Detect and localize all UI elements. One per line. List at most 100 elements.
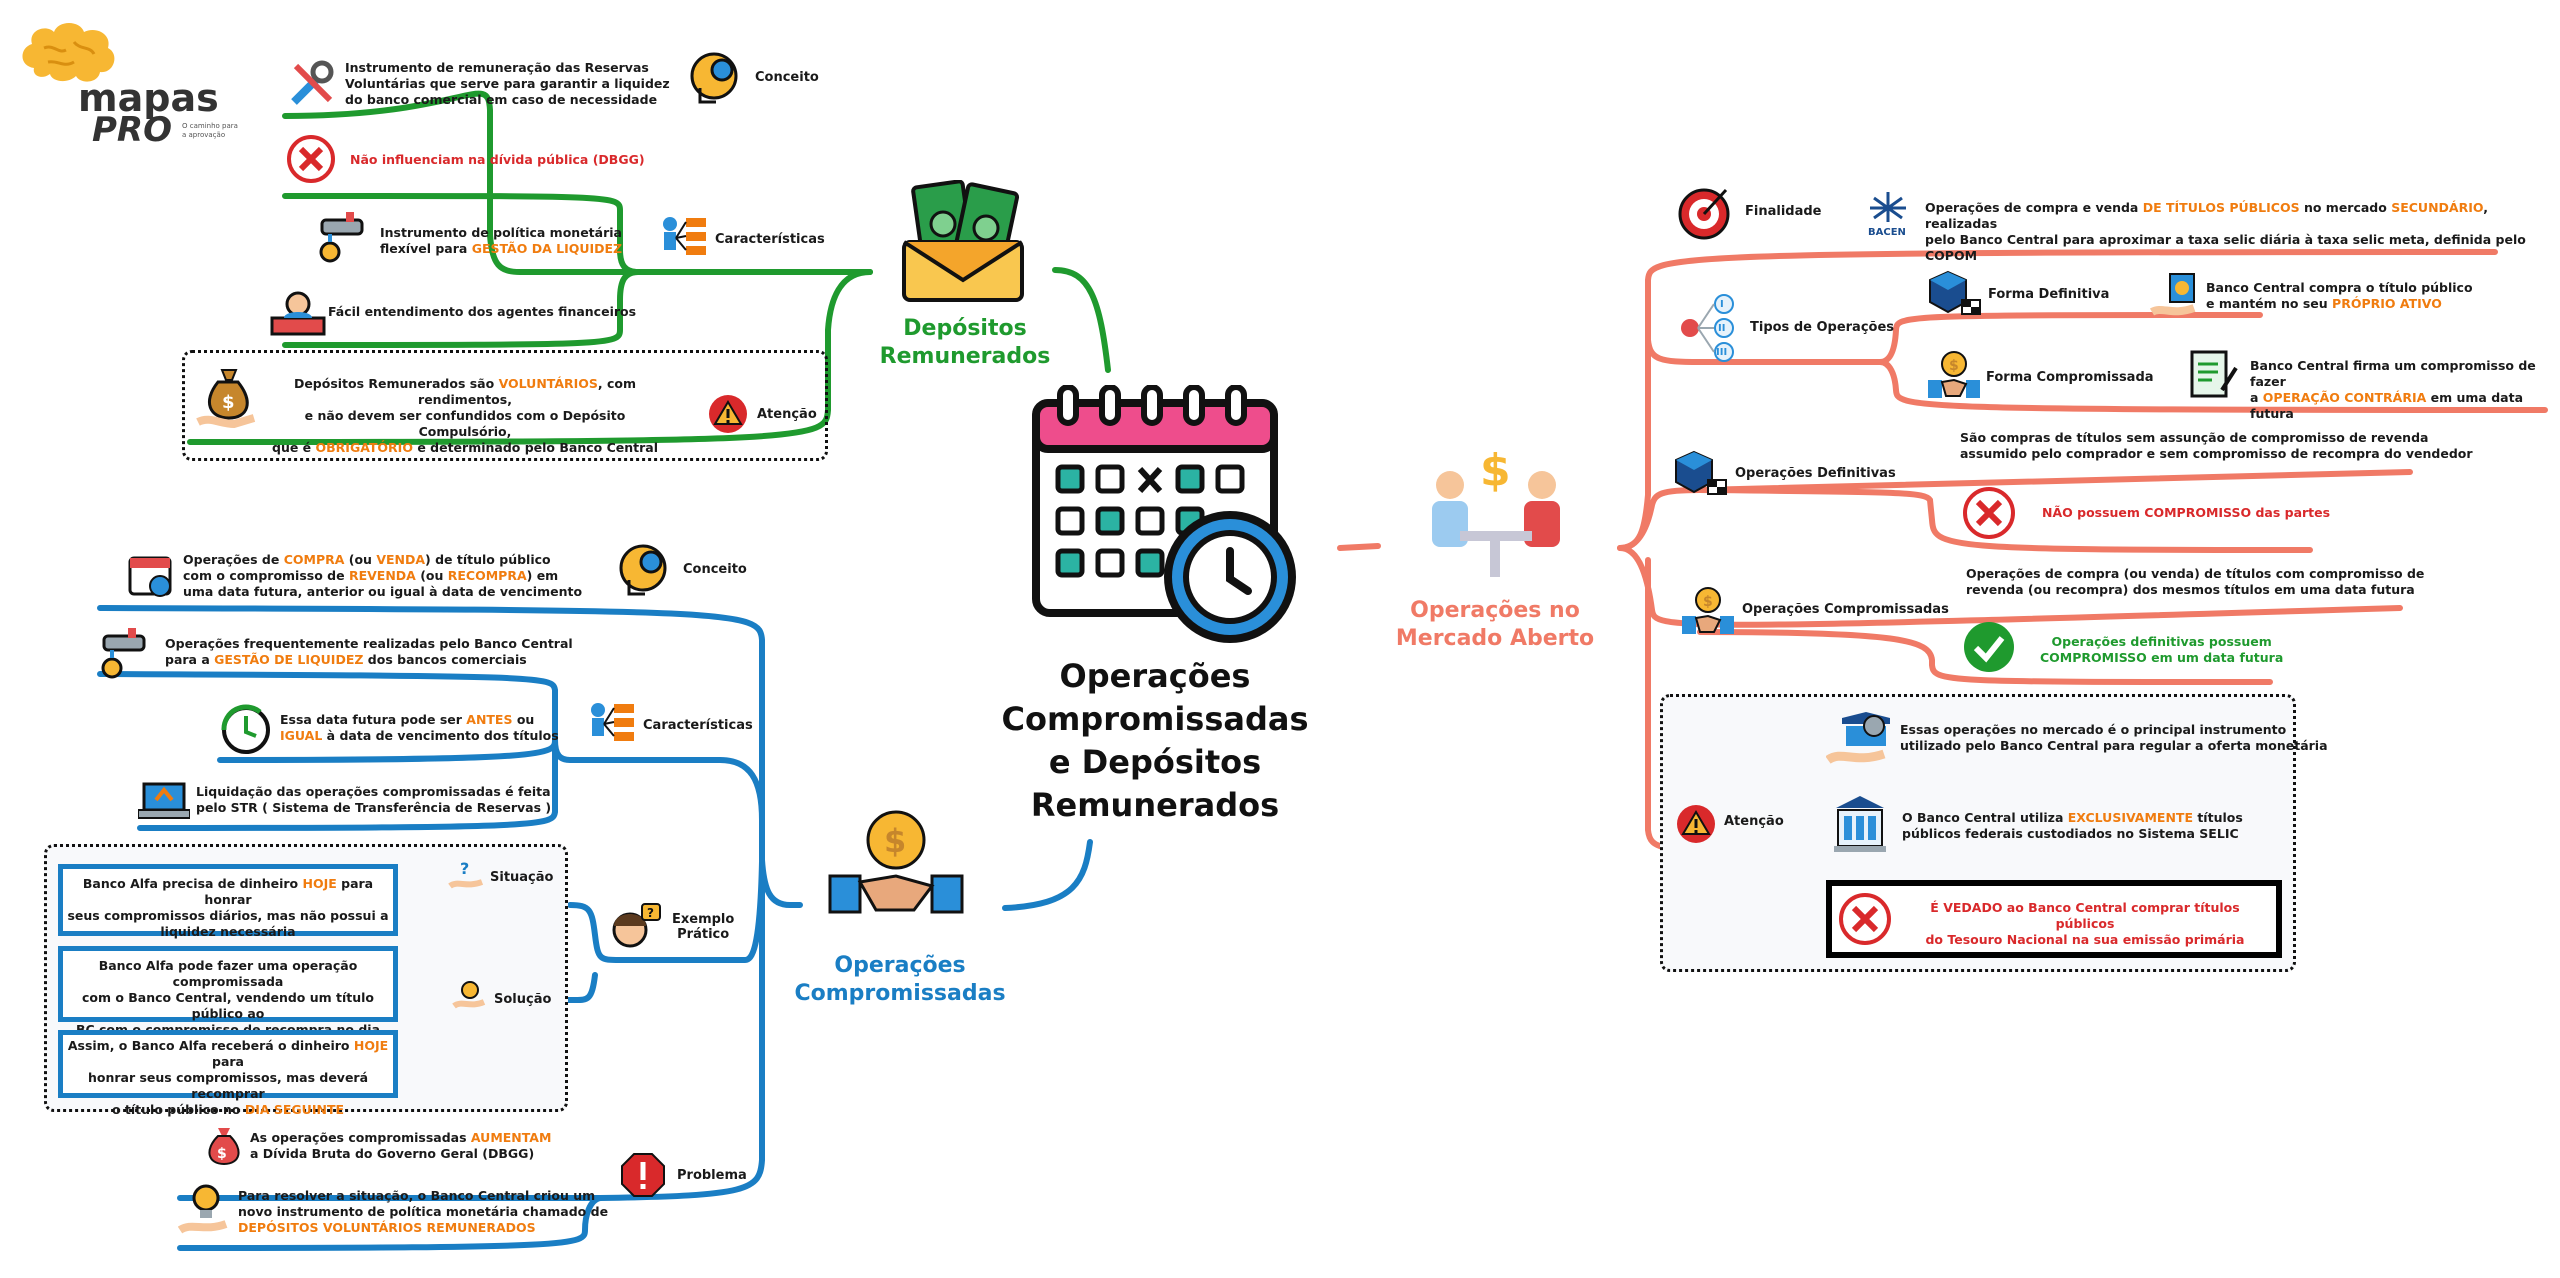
op-p1-a: As operações compromissadas: [250, 1130, 471, 1145]
mer-vedado-text: É VEDADO ao Banco Central comprar título…: [1900, 900, 2270, 948]
mer-exclusivamente-text: O Banco Central utiliza EXCLUSIVAMENTE t…: [1902, 810, 2243, 842]
mer-finalidade-line1: Operações de compra e venda DE TÍTULOS P…: [1925, 200, 2560, 232]
mer-nao-highlight: NÃO: [2042, 505, 2073, 520]
mer-com2-a: a: [2250, 390, 2263, 405]
op-hoje2-highlight: HOJE: [353, 1038, 389, 1053]
op-solucao-line1: Banco Alfa pode fazer uma operação compr…: [98, 958, 358, 989]
mer-opdef-label: Operações Definitivas: [1735, 466, 1896, 481]
svg-text:?: ?: [460, 859, 469, 878]
mer-vedado-line1: É VEDADO ao Banco Central comprar título…: [1900, 900, 2270, 932]
dep-instrumento-text: Instrumento de política monetária flexív…: [380, 225, 622, 257]
mer-compromissada-text: Banco Central firma um compromisso de fa…: [2250, 358, 2560, 422]
branch-title-operacoes-line1: Operações: [834, 953, 966, 978]
mer-roman-2: II: [1718, 323, 1726, 334]
bank-hand-icon: [1825, 712, 1892, 776]
mer-opcom-label: Operações Compromissadas: [1742, 602, 1949, 617]
warning-icon: [708, 394, 748, 438]
mer-roman-3: III: [1716, 347, 1728, 358]
mer-fi1-c: no mercado: [2299, 200, 2392, 215]
op-situacao-line2: seus compromissos diários, mas não possu…: [67, 908, 389, 923]
mer-finalidade-label: Finalidade: [1745, 204, 1822, 219]
money-bag-hand-icon: $: [196, 362, 258, 438]
op-assim-text: Assim, o Banco Alfa receberá o dinheiro …: [62, 1038, 394, 1118]
mer-opdef-line1: São compras de títulos sem assunção de c…: [1960, 430, 2429, 445]
dep-caracteristicas-label: Características: [715, 232, 825, 247]
mer-proprio-ativo-highlight: PRÓPRIO ATIVO: [2332, 296, 2442, 311]
mer-tipos-label: Tipos de Operações: [1750, 320, 1895, 335]
op-s1-a: Banco Alfa precisa de dinheiro: [82, 876, 303, 891]
mer-compromisso-red-highlight: COMPROMISSO: [2144, 505, 2252, 520]
logo-word-pro: PRO: [92, 110, 173, 150]
op-aumentam-line2: a Dívida Bruta do Governo Geral (DBGG): [250, 1146, 535, 1161]
dep-instrumento-line1: Instrumento de política monetária: [380, 225, 622, 240]
op-aumentam-highlight: AUMENTAM: [470, 1130, 552, 1145]
question-hand-icon: ?: [448, 858, 484, 898]
op-assim-box: [58, 1030, 398, 1098]
op-d2-b: à data de vencimento dos títulos: [322, 728, 559, 743]
central-topic-line3: e Depósitos: [1048, 743, 1262, 781]
op-frequente-line2: para a GESTÃO DE LIQUIDEZ dos bancos com…: [165, 652, 573, 668]
op-hoje-highlight: HOJE: [302, 876, 337, 891]
op-c2-a: com o compromisso de: [183, 568, 349, 583]
mer-compromissada-line2: a OPERAÇÃO CONTRÁRIA em uma data futura: [2250, 390, 2560, 422]
mer-a3-a: O Banco Central utiliza: [1902, 810, 2068, 825]
idea-hand-icon: [177, 1182, 228, 1242]
op-conceito-line1: Operações de COMPRA (ou VENDA) de título…: [183, 552, 582, 568]
op-resolver-line2: novo instrumento de política monetária c…: [238, 1204, 609, 1219]
mer-vedado-highlight: É VEDADO: [1930, 900, 2003, 915]
calendar-small-icon: [128, 552, 174, 602]
tools-icon: [288, 58, 338, 112]
op-situacao-label: Situação: [490, 870, 554, 885]
dep-facil-text: Fácil entendimento dos agentes financeir…: [328, 304, 637, 319]
faucet-coin-icon: [98, 626, 154, 690]
op-conceito-line2: com o compromisso de REVENDA (ou RECOMPR…: [183, 568, 582, 584]
mer-atencao-line2: utilizado pelo Banco Central para regula…: [1900, 738, 2328, 753]
mer-oc4-b: em um data futura: [2146, 650, 2284, 665]
op-resolver-text: Para resolver a situação, o Banco Centra…: [238, 1188, 608, 1236]
mer-a3-c: títulos: [2192, 810, 2243, 825]
thinking-person-icon: ?: [608, 902, 664, 962]
branch-title-mercado: Operações no Mercado Aberto: [1395, 597, 1595, 653]
op-liquidacao-text: Liquidação das operações compromissadas …: [196, 784, 551, 816]
op-liquidacao-line2: pelo STR ( Sistema de Transferência de R…: [196, 800, 552, 815]
op-depositos-voluntarios-highlight: DEPÓSITOS VOLUNTÁRIOS REMUNERADOS: [238, 1220, 536, 1235]
handshake-coin-icon: $: [826, 810, 966, 934]
dep-atencao-line1-a: Depósitos Remunerados são: [293, 376, 499, 391]
op-igual-highlight: IGUAL: [280, 728, 323, 743]
mer-fi1-e: , realizadas: [1925, 200, 2488, 231]
op-solucao-line2: com o Banco Central, vendendo um título …: [81, 990, 375, 1021]
money-envelope-icon: [898, 179, 1028, 309]
op-solucao-label: Solução: [494, 992, 552, 1007]
dep-voluntarios-highlight: VOLUNTÁRIOS: [498, 376, 598, 391]
x-circle-icon: [1838, 892, 1892, 950]
op-data-futura-text: Essa data futura pode ser ANTES ou IGUAL…: [280, 712, 559, 744]
svg-text:$: $: [217, 1146, 227, 1162]
mer-exclusivamente-highlight: EXCLUSIVAMENTE: [2067, 810, 2193, 825]
op-conceito-label: Conceito: [683, 562, 747, 577]
op-revenda-highlight: REVENDA: [348, 568, 416, 583]
mer-compromissada-line1: Banco Central firma um compromisso de fa…: [2250, 358, 2536, 389]
mer-secundario-highlight: SECUNDÁRIO: [2391, 200, 2484, 215]
op-conceito-text: Operações de COMPRA (ou VENDA) de título…: [183, 552, 582, 600]
bank-building-icon: [1832, 794, 1888, 858]
op-caracteristicas-label: Características: [643, 718, 753, 733]
mer-atencao-line1: Essas operações no mercado é o principal…: [1900, 722, 2287, 737]
op-aumentam-line1: As operações compromissadas AUMENTAM: [250, 1130, 551, 1146]
op-as3-a: o título público no: [111, 1102, 245, 1117]
mer-definitiva-text: Banco Central compra o título público e …: [2206, 280, 2473, 312]
money-bag-debt-icon: $: [204, 1124, 244, 1172]
mer-opcom-text: Operações de compra (ou venda) de título…: [1966, 566, 2424, 598]
op-d1-a: Essa data futura pode ser: [280, 712, 467, 727]
op-solucao-box: [58, 946, 398, 1022]
logo-word-mapas: mapas: [78, 76, 219, 120]
op-as1-c: para: [212, 1054, 244, 1069]
central-topic-line2: Compromissadas: [1001, 700, 1309, 738]
dep-atencao-line3-c: e determinado pelo Banco Central: [412, 440, 658, 455]
op-f2-c: dos bancos comerciais: [363, 652, 527, 667]
lightbulb-hand-icon: [452, 978, 486, 1018]
branch-title-depositos-line1: Depósitos: [903, 316, 1027, 341]
svg-text:$: $: [1480, 445, 1511, 496]
dep-conceito-text: Instrumento de remuneração das Reservas …: [345, 60, 670, 108]
mer-oc3-line: Operações definitivas possuem: [2051, 634, 2272, 649]
central-topic: Operações Compromissadas e Depósitos Rem…: [985, 655, 1325, 827]
